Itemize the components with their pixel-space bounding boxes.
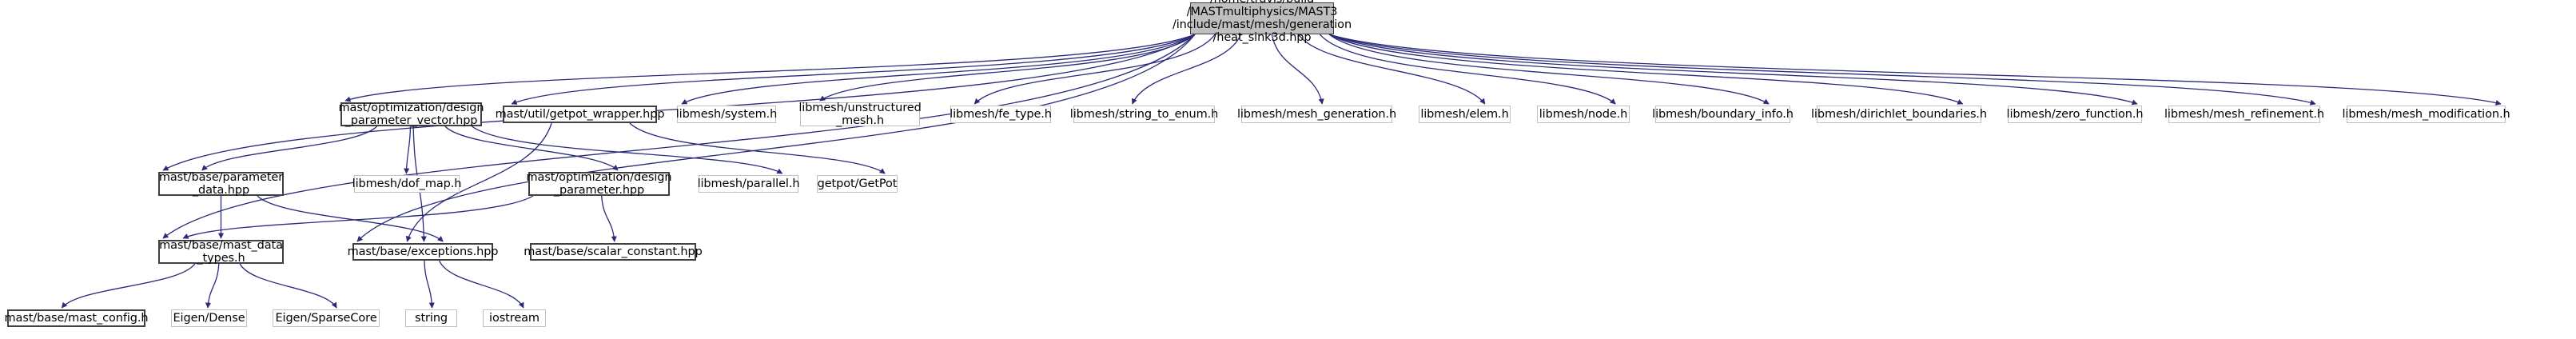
graph-edge-root-to-lmmodif [1328,34,2502,106]
graph-node-label: mast/optimization/design _parameter.hpp [526,171,672,197]
graph-node-lmnode[interactable]: libmesh/node.h [1537,106,1630,123]
graph-node-label: Eigen/SparseCore [275,312,377,325]
graph-edge-dparam-to-scalarconst [601,195,617,242]
graph-node-label: mast/optimization/design _parameter_vect… [338,102,484,127]
graph-edge-root-to-datatypes [162,34,1196,239]
graph-node-root[interactable]: /home/travis/build /MASTmultiphysics/MAS… [1173,0,1352,44]
graph-node-label: /home/travis/build /MASTmultiphysics/MAS… [1172,0,1352,44]
graph-edge-root-to-lmstrenum [1131,34,1242,105]
graph-node-label: libmesh/dof_map.h [352,177,462,190]
graph-node-datatypes[interactable]: mast/base/mast_data _types.h [158,239,284,265]
graph-edge-datatypes-to-eigensparse [239,263,337,309]
graph-edge-dparam-to-datatypes [182,195,534,239]
graph-node-dparam[interactable]: mast/optimization/design _parameter.hpp [527,171,672,197]
graph-node-iostream[interactable]: iostream [483,309,546,327]
graph-node-mastconfig[interactable]: mast/base/mast_config.h [5,309,149,327]
graph-node-label: libmesh/mesh_generation.h [1236,108,1397,121]
graph-edge-getpotw-to-getpot [629,122,886,174]
graph-node-dpv[interactable]: mast/optimization/design _parameter_vect… [339,102,484,127]
graph-edge-root-to-lmfetype [973,34,1216,105]
graph-node-label: libmesh/system.h [675,108,778,121]
graph-node-lmsystem[interactable]: libmesh/system.h [676,106,777,123]
graph-edge-getpotw-to-exceptions [405,122,552,242]
graph-node-dofmap[interactable]: libmesh/dof_map.h [352,175,461,193]
graph-edge-root-to-lmmeshgen [1271,34,1324,105]
graph-node-lmelem[interactable]: libmesh/elem.h [1419,106,1511,123]
graph-node-getpot[interactable]: getpot/GetPot [817,175,898,193]
graph-edge-root-to-exceptions [356,34,1196,242]
graph-node-label: libmesh/dirichlet_boundaries.h [1810,108,1988,121]
graph-node-label: libmesh/parallel.h [697,177,800,190]
graph-node-label: mast/base/parameter _data.hpp [158,171,284,197]
graph-edge-root-to-dpv [344,34,1196,102]
graph-node-lmfetype[interactable]: libmesh/fe_type.h [950,106,1052,123]
graph-edge-root-to-getpotw [511,34,1196,105]
graph-edge-root-to-lmelem [1298,34,1486,105]
graph-node-label: mast/base/mast_config.h [4,312,149,325]
graph-node-eigendense[interactable]: Eigen/Dense [171,309,247,327]
graph-edge-root-to-lmzero [1328,34,2138,106]
graph-node-lmdirichlet[interactable]: libmesh/dirichlet_boundaries.h [1811,106,1987,123]
graph-edge-root-to-paramdata [162,34,1196,171]
graph-edge-exceptions-to-iostream [439,260,524,309]
graph-node-string[interactable]: string [405,309,457,327]
graph-edge-datatypes-to-eigendense [205,263,220,309]
graph-node-label: Eigen/Dense [173,312,245,325]
graph-node-label: libmesh/fe_type.h [950,108,1052,121]
graph-node-label: libmesh/zero_function.h [2006,108,2144,121]
graph-node-label: string [414,312,448,325]
graph-node-lmparallel[interactable]: libmesh/parallel.h [698,175,800,193]
graph-node-label: libmesh/elem.h [1420,108,1509,121]
graph-edge-exceptions-to-string [424,260,435,309]
graph-node-lmrefine[interactable]: libmesh/mesh_refinement.h [2164,106,2324,123]
graph-node-label: libmesh/node.h [1539,108,1628,121]
graph-edge-dpv-to-dofmap [404,126,412,174]
graph-edge-datatypes-to-mastconfig [61,263,196,309]
graph-node-paramdata[interactable]: mast/base/parameter _data.hpp [158,171,284,197]
graph-node-lmmeshgen[interactable]: libmesh/mesh_generation.h [1237,106,1396,123]
graph-edge-root-to-lmnode [1319,34,1616,105]
graph-node-label: mast/util/getpot_wrapper.hpp [495,108,665,121]
graph-node-label: mast/base/mast_data _types.h [159,239,283,265]
graph-node-scalarconst[interactable]: mast/base/scalar_constant.hpp [524,243,703,261]
graph-edge-dpv-to-lmparallel [472,126,783,174]
graph-node-lmmodif[interactable]: libmesh/mesh_modification.h [2342,106,2510,123]
graph-node-lmzero[interactable]: libmesh/zero_function.h [2007,106,2144,123]
graph-node-label: libmesh/string_to_enum.h [1069,108,1219,121]
graph-node-getpotw[interactable]: mast/util/getpot_wrapper.hpp [496,106,665,123]
graph-edge-root-to-lmsystem [681,34,1196,105]
graph-edge-root-to-lmbnd [1328,34,1770,105]
graph-node-label: iostream [489,312,539,325]
graph-node-label: mast/base/exceptions.hpp [347,245,499,258]
graph-node-label: getpot/GetPot [817,177,898,190]
graph-node-label: libmesh/mesh_modification.h [2342,108,2510,121]
graph-node-eigensparse[interactable]: Eigen/SparseCore [273,309,380,327]
graph-edge-root-to-lmdirichlet [1328,34,1964,105]
graph-node-label: libmesh/mesh_refinement.h [2164,108,2325,121]
graph-node-lmbnd[interactable]: libmesh/boundary_info.h [1652,106,1794,123]
graph-node-label: libmesh/boundary_info.h [1652,108,1794,121]
graph-node-label: libmesh/unstructured _mesh.h [798,102,922,127]
graph-node-lmstrenum[interactable]: libmesh/string_to_enum.h [1070,106,1218,123]
graph-node-exceptions[interactable]: mast/base/exceptions.hpp [348,243,499,261]
graph-edge-paramdata-to-exceptions [257,195,444,242]
graph-edge-dpv-to-paramdata [201,126,378,171]
graph-node-label: mast/base/scalar_constant.hpp [524,245,703,258]
graph-edge-root-to-lmrefine [1328,34,2316,106]
graph-edge-dpv-to-dparam [444,126,619,171]
graph-node-lmunstruct[interactable]: libmesh/unstructured _mesh.h [798,102,921,127]
